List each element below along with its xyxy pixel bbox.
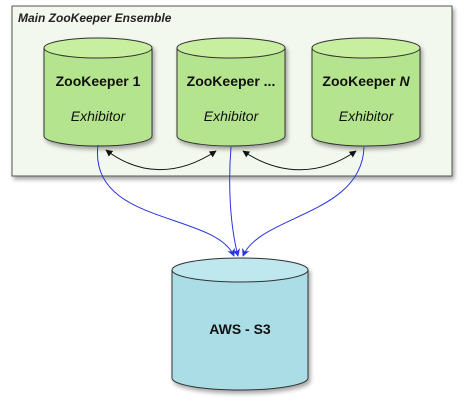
zookeeper-node-n-title: ZooKeeper N bbox=[322, 73, 410, 89]
storage-s3-body bbox=[171, 270, 309, 391]
zookeeper-node-1-body bbox=[43, 48, 153, 147]
zookeeper-node-n-role: Exhibitor bbox=[339, 108, 395, 124]
zookeeper-node-1[interactable] bbox=[43, 37, 153, 147]
storage-s3[interactable] bbox=[171, 257, 309, 391]
storage-link-node-2 bbox=[229, 146, 241, 257]
peer-link-2-to-n bbox=[242, 150, 357, 171]
zookeeper-node-1-role: Exhibitor bbox=[71, 108, 127, 124]
ensemble-title: Main ZooKeeper Ensemble bbox=[18, 11, 172, 25]
zookeeper-node-2-top bbox=[176, 37, 286, 59]
zookeeper-node-2[interactable] bbox=[176, 37, 286, 147]
zookeeper-node-n-body bbox=[311, 48, 421, 147]
storage-s3-top bbox=[171, 257, 309, 283]
peer-link-1-to-2 bbox=[105, 149, 217, 171]
zookeeper-node-n[interactable] bbox=[311, 37, 421, 147]
zookeeper-node-1-title: ZooKeeper 1 bbox=[56, 73, 141, 89]
zookeeper-node-n-title-italic: N bbox=[399, 73, 410, 89]
zookeeper-node-n-top bbox=[311, 37, 421, 59]
zookeeper-node-1-top bbox=[43, 37, 153, 59]
zookeeper-node-n-title-prefix: ZooKeeper bbox=[322, 73, 399, 89]
zookeeper-node-2-body bbox=[176, 48, 286, 147]
zookeeper-node-2-title: ZooKeeper ... bbox=[187, 73, 276, 89]
storage-s3-label: AWS - S3 bbox=[209, 321, 271, 337]
zookeeper-node-2-role: Exhibitor bbox=[204, 108, 260, 124]
storage-link-node-n bbox=[242, 146, 365, 257]
storage-link-node-1 bbox=[97, 144, 235, 257]
